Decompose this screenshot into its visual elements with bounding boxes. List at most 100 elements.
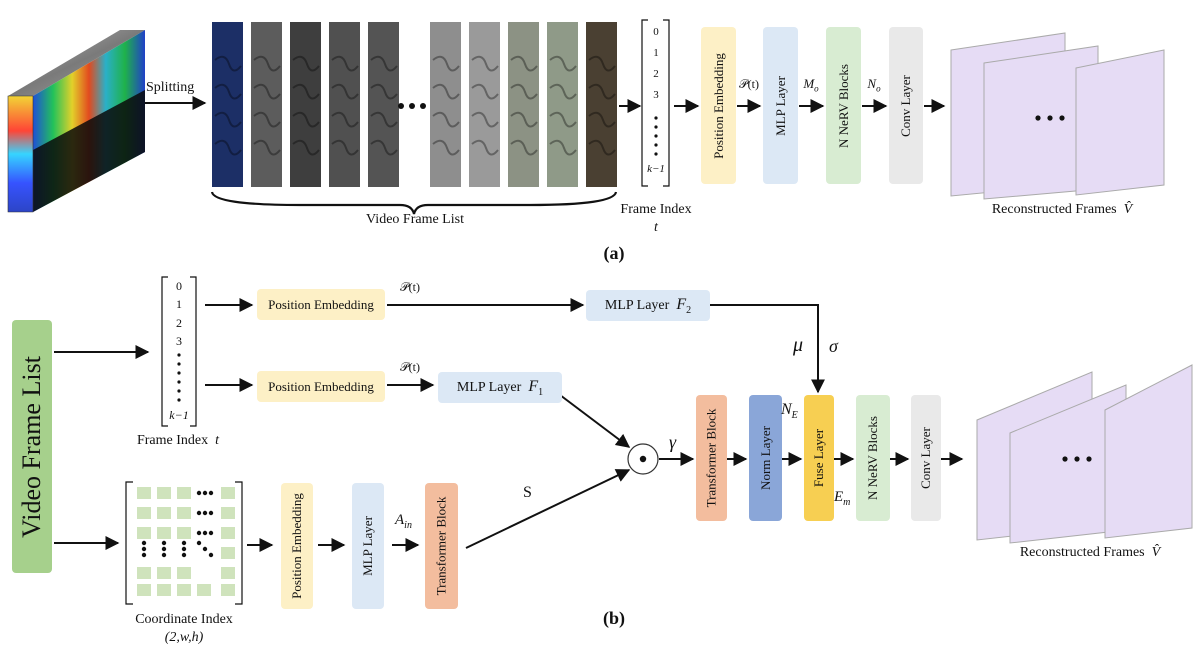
mu-label: μ <box>793 334 804 356</box>
s-label: S <box>523 484 532 501</box>
frame-index-caption-b: Frame Index t <box>136 433 220 448</box>
grid-ellipsis-dot <box>202 490 208 496</box>
frame-texture <box>549 83 577 100</box>
position-embedding-a: Position Embedding <box>701 27 736 184</box>
grid-cell <box>157 527 171 539</box>
gamma-label: γ <box>669 432 677 452</box>
nerv-blocks-a: N NeRV Blocks <box>826 27 861 184</box>
grid-ellipsis-dot <box>161 546 167 552</box>
frame-texture <box>432 83 460 100</box>
frame-texture <box>471 111 499 128</box>
video-frame-strip <box>368 22 399 187</box>
pt-label-b-top: 𝒫(t) <box>400 280 420 294</box>
frame-texture <box>588 139 616 156</box>
position-embedding-b-bot: Position Embedding <box>281 483 313 609</box>
grid-cell <box>157 487 171 499</box>
reconstructed-caption-a: Reconstructed Frames V̂ <box>991 202 1133 217</box>
grid-ellipsis-dot <box>181 552 187 558</box>
grid-ellipsis-dot <box>161 540 167 546</box>
grid-cell <box>177 487 191 499</box>
grid-ellipsis-dot <box>208 490 214 496</box>
grid-ellipsis-dot <box>181 540 187 546</box>
mlp-layer-b-bot: MLP Layer <box>352 483 384 609</box>
grid-ellipsis-dot <box>196 530 202 536</box>
frame-texture <box>214 55 242 72</box>
grid-ellipsis-dot <box>141 546 147 552</box>
grid-cell <box>137 507 151 519</box>
conv-layer-b: Conv Layer <box>911 395 941 521</box>
reconstructed-frames-b <box>976 364 1193 544</box>
frame-texture <box>214 111 242 128</box>
grid-cell <box>197 584 211 596</box>
video-frame-strip <box>290 22 321 187</box>
frame-texture <box>292 83 320 100</box>
index-b-last: k−1 <box>169 408 189 422</box>
position-embedding-b-mid: Position Embedding <box>257 371 385 402</box>
grid-cell <box>137 487 151 499</box>
frame-texture <box>588 111 616 128</box>
grid-ellipsis-dot <box>208 552 214 558</box>
frame-list-brace <box>210 191 618 215</box>
grid-cell <box>157 584 171 596</box>
index-a-2: 2 <box>653 68 659 80</box>
coordinate-index-caption: Coordinate Index <box>135 612 233 627</box>
frame-texture <box>510 55 538 72</box>
mlp-layer-f1: MLP Layer F1 <box>438 372 562 403</box>
grid-cell <box>221 527 235 539</box>
transformer-block-main: Transformer Block <box>696 395 727 521</box>
em-label: Em <box>834 489 851 508</box>
grid-ellipsis-dot <box>141 540 147 546</box>
grid-cell <box>177 567 191 579</box>
position-embedding-b-top: Position Embedding <box>257 289 385 320</box>
frame-texture <box>471 83 499 100</box>
index-b-0: 0 <box>176 279 182 293</box>
ain-label: Ain <box>395 512 412 531</box>
frame-ellipsis <box>398 103 426 109</box>
index-a-3: 3 <box>653 89 659 101</box>
grid-ellipsis-dot <box>161 552 167 558</box>
frame-texture <box>292 55 320 72</box>
grid-cell <box>157 507 171 519</box>
index-a-last: k−1 <box>647 163 665 175</box>
fuse-layer: Fuse Layer <box>804 395 834 521</box>
video-frame-strip <box>586 22 617 187</box>
grid-cell <box>137 567 151 579</box>
panel-label-b: (b) <box>603 608 625 628</box>
frame-index-caption-a: Frame Index <box>620 202 692 217</box>
frame-texture <box>214 83 242 100</box>
frame-texture <box>331 139 359 156</box>
grid-ellipsis-dot <box>208 510 214 516</box>
index-b-3: 3 <box>176 334 182 348</box>
hadamard-operator <box>627 443 659 475</box>
mlp-layer-f2: MLP Layer F2 <box>586 290 710 321</box>
video-frame-strip <box>430 22 461 187</box>
norm-layer: Norm Layer <box>749 395 782 521</box>
transformer-block-bot: Transformer Block <box>425 483 458 609</box>
coordinate-index-bracket <box>125 481 243 605</box>
coordinate-grid <box>137 487 235 596</box>
index-b-1: 1 <box>176 297 182 311</box>
splitting-label: Splitting <box>146 80 195 95</box>
grid-cell <box>221 547 235 559</box>
grid-ellipsis-dot <box>202 530 208 536</box>
grid-cell <box>137 527 151 539</box>
frame-texture <box>331 111 359 128</box>
frame-texture <box>370 111 398 128</box>
frame-texture <box>370 139 398 156</box>
frame-texture <box>331 83 359 100</box>
frame-texture <box>510 139 538 156</box>
grid-ellipsis-dot <box>202 546 208 552</box>
grid-cell <box>221 584 235 596</box>
video-frame-strip <box>547 22 578 187</box>
grid-cell <box>177 527 191 539</box>
grid-cell <box>221 487 235 499</box>
reconstructed-caption-b: Reconstructed Frames V̂ <box>1019 545 1161 560</box>
frame-texture <box>292 139 320 156</box>
frame-texture <box>432 55 460 72</box>
video-frame-strip <box>508 22 539 187</box>
frame-texture <box>510 83 538 100</box>
frame-texture <box>549 139 577 156</box>
grid-ellipsis-dot <box>196 510 202 516</box>
grid-cell <box>221 567 235 579</box>
